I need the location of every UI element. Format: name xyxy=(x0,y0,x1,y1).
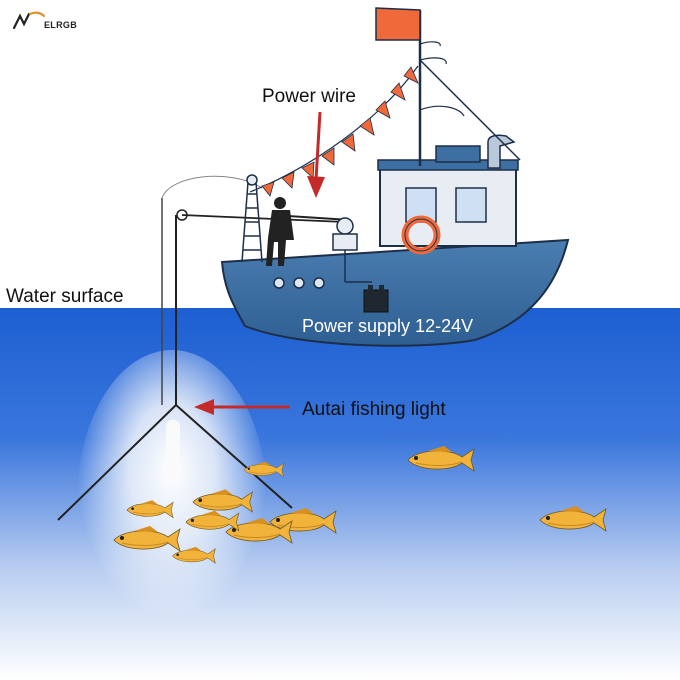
light-glow xyxy=(77,350,267,650)
power-wire-arrow-icon xyxy=(307,111,325,198)
bunting-flags xyxy=(261,66,419,197)
fishing-lamp xyxy=(166,420,180,480)
boat-cabin xyxy=(379,165,517,247)
brand-logo-text: ELRGB xyxy=(44,20,77,30)
fishing-light-arrow-icon xyxy=(194,399,290,415)
boat-hull xyxy=(220,238,570,347)
brand-logo-icon xyxy=(12,11,46,30)
water-surface-label: Water surface xyxy=(6,286,124,307)
fishing-light-label: Autai fishing light xyxy=(302,399,446,420)
ladder-tower xyxy=(241,181,263,263)
power-wire-label: Power wire xyxy=(262,86,356,107)
power-supply-label: Power supply 12-24V xyxy=(302,316,474,336)
battery-icon xyxy=(363,289,389,313)
